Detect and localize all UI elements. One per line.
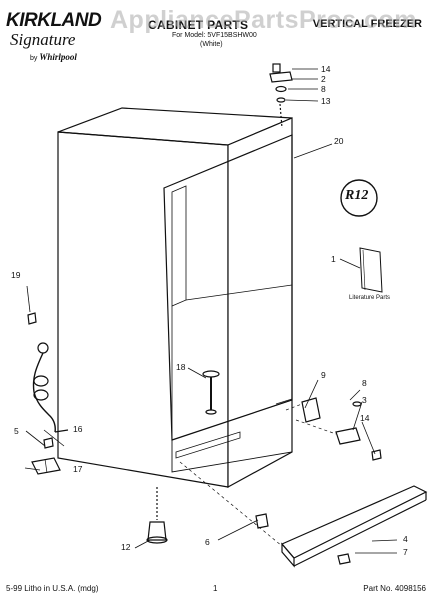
clip-6 bbox=[255, 513, 269, 529]
hinge-washer bbox=[275, 85, 287, 93]
assembly-line-2 bbox=[295, 419, 337, 435]
model-number: For Model: 5VF15BSHW00 bbox=[172, 32, 257, 39]
screw-14b bbox=[371, 449, 382, 461]
callout-17: 17 bbox=[73, 464, 83, 474]
footer-part-number: Part No. 4098156 bbox=[363, 584, 426, 593]
r12-emblem-text: R12 bbox=[345, 188, 369, 203]
toe-grille-bottom bbox=[293, 499, 427, 567]
callout-18: 18 bbox=[176, 362, 186, 372]
callout-19: 19 bbox=[11, 270, 21, 280]
base-front bbox=[171, 399, 293, 473]
callout-8b: 8 bbox=[362, 378, 367, 388]
hinge-screw bbox=[272, 63, 281, 73]
callout-16: 16 bbox=[73, 424, 83, 434]
cord-coil-1 bbox=[33, 375, 49, 387]
callout-7: 7 bbox=[403, 547, 408, 557]
callout-3: 3 bbox=[362, 395, 367, 405]
inner-liner bbox=[171, 185, 187, 307]
clamp-detail bbox=[44, 458, 48, 474]
callout-14b: 14 bbox=[360, 413, 370, 423]
by-whirlpool: by Whirlpool bbox=[30, 52, 77, 62]
leader-19 bbox=[26, 285, 31, 313]
callout-1: 1 bbox=[331, 254, 336, 264]
inner-floor-line bbox=[185, 284, 293, 301]
leader-14b bbox=[361, 421, 376, 455]
screw-7 bbox=[337, 553, 351, 565]
signature-logo: Signature bbox=[10, 30, 76, 49]
r12-emblem-circle bbox=[340, 179, 378, 217]
callout-20: 20 bbox=[334, 136, 344, 146]
bracket-9 bbox=[301, 397, 321, 423]
leader-18 bbox=[187, 367, 207, 379]
leader-5 bbox=[25, 430, 46, 447]
callout-8a: 8 bbox=[321, 84, 326, 94]
callout-14a: 14 bbox=[321, 64, 331, 74]
callout-9: 9 bbox=[321, 370, 326, 380]
drain-plug bbox=[27, 312, 37, 325]
leader-1 bbox=[339, 258, 361, 269]
cord-clamp-17 bbox=[31, 457, 61, 475]
page-title: CABINET PARTS bbox=[148, 18, 249, 32]
washer-8b bbox=[352, 401, 362, 407]
leader-17 bbox=[24, 467, 41, 471]
assembly-line-3 bbox=[285, 403, 303, 411]
leader-6 bbox=[217, 519, 259, 541]
cord-end bbox=[54, 429, 69, 433]
base-vent bbox=[175, 431, 241, 459]
footer-page: 1 bbox=[213, 584, 218, 593]
brand-logo: KIRKLAND bbox=[6, 10, 102, 31]
footer-litho: 5-99 Litho in U.S.A. (mdg) bbox=[6, 584, 99, 593]
leader-3 bbox=[352, 401, 363, 431]
leader-9 bbox=[304, 379, 319, 409]
leg-18-top bbox=[202, 370, 220, 378]
cabinet-front-edge bbox=[227, 117, 293, 489]
leg-18-foot bbox=[205, 409, 217, 415]
callout-2: 2 bbox=[321, 74, 326, 84]
assembly-line-1 bbox=[179, 461, 283, 547]
cord-coil-2 bbox=[33, 389, 49, 401]
leader-16 bbox=[43, 429, 65, 447]
cord-plug bbox=[37, 342, 49, 354]
leader-13 bbox=[285, 99, 319, 102]
base-edge bbox=[275, 398, 293, 405]
callout-4: 4 bbox=[403, 534, 408, 544]
callout-12: 12 bbox=[121, 542, 131, 552]
screw-5 bbox=[43, 437, 54, 449]
literature-booklet bbox=[359, 247, 383, 293]
literature-label: Literature Parts bbox=[349, 295, 391, 301]
leader-20 bbox=[293, 143, 333, 159]
callout-13: 13 bbox=[321, 96, 331, 106]
leader-8b bbox=[349, 389, 361, 401]
power-cord bbox=[32, 352, 56, 433]
bracket-3 bbox=[335, 427, 361, 445]
callout-5: 5 bbox=[14, 426, 19, 436]
watermark: AppliancePartsPros.com bbox=[110, 6, 417, 34]
booklet-spine bbox=[362, 249, 366, 291]
callout-6: 6 bbox=[205, 537, 210, 547]
product-type: VERTICAL FREEZER bbox=[312, 18, 422, 30]
hinge-bushing bbox=[276, 97, 286, 103]
leveling-foot-base bbox=[146, 536, 168, 544]
hinge-guide bbox=[279, 103, 283, 129]
leader-4 bbox=[371, 539, 398, 542]
hinge-top bbox=[269, 71, 293, 83]
leveling-foot-12 bbox=[147, 521, 167, 541]
cabinet-side bbox=[57, 131, 229, 488]
model-color: (White) bbox=[200, 41, 223, 48]
